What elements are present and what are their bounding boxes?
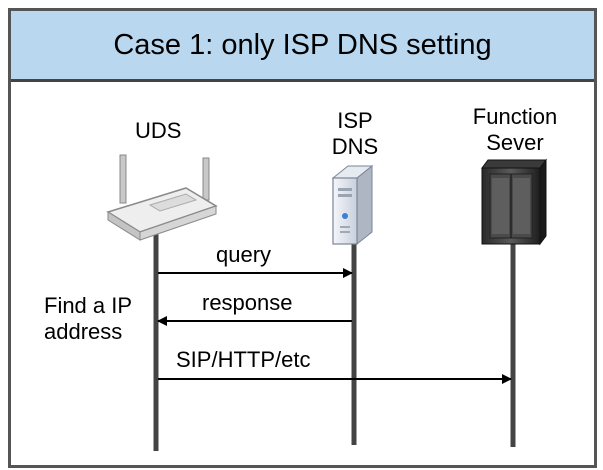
isp-dns-label-line1: ISP [337, 108, 373, 133]
find-ip-note-line1: Find a IP [44, 293, 133, 318]
isp-dns-label: ISP DNS [325, 108, 385, 160]
function-server-label-line1: Function [472, 104, 558, 129]
server-icon [331, 164, 374, 246]
query-label: query [216, 242, 272, 267]
function-server-label: Function Sever [455, 104, 575, 156]
server-rack-icon [481, 158, 547, 246]
response-label: response [202, 290, 293, 315]
isp-dns-label-line2: DNS [331, 134, 379, 159]
function-server-label-line2: Sever [486, 130, 544, 155]
find-ip-note: Find a IP address [44, 293, 132, 345]
uds-label: UDS [135, 118, 182, 143]
diagram-title: Case 1: only ISP DNS setting [113, 28, 492, 61]
find-ip-note-line2: address [44, 319, 123, 344]
wireless-router-icon [106, 154, 218, 241]
sip-http-label: SIP/HTTP/etc [176, 347, 311, 372]
diagram-header: Case 1: only ISP DNS setting [11, 11, 594, 82]
